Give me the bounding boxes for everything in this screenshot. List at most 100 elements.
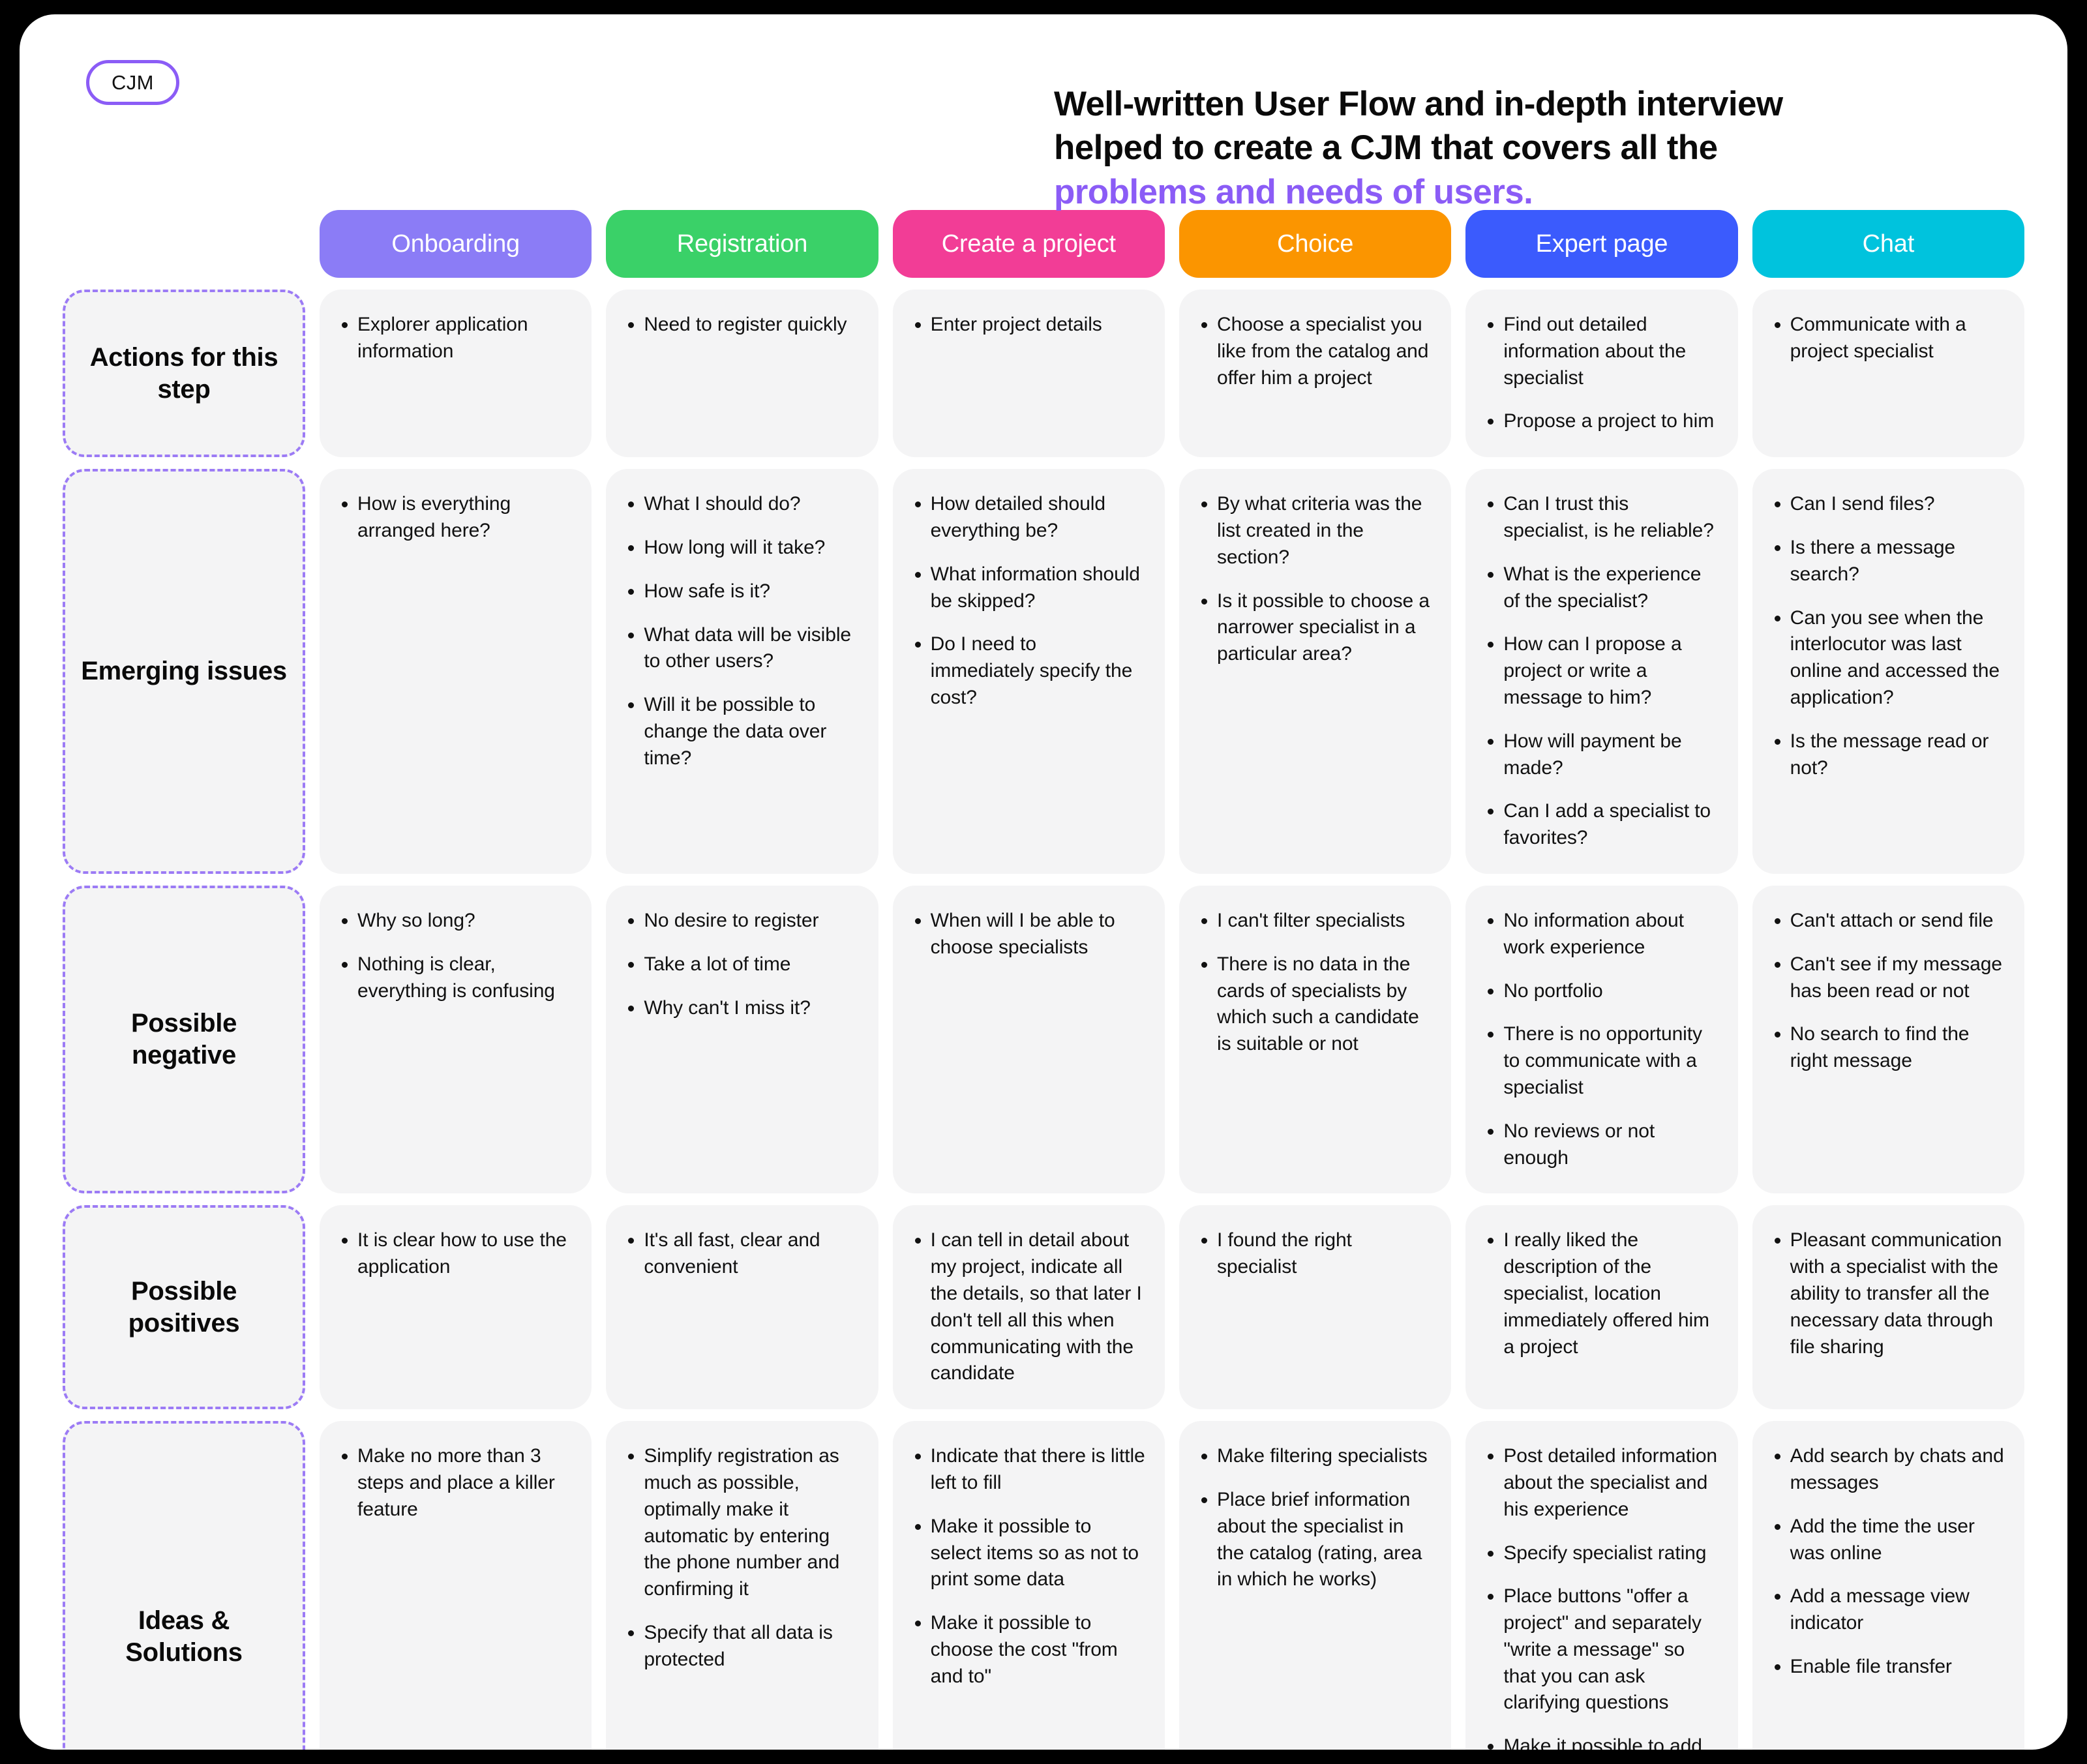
cell-actions-for-this-step-choice: Choose a specialist you like from the ca…	[1179, 290, 1452, 458]
list-item: Add a message view indicator	[1771, 1583, 2005, 1637]
list-item: Is the message read or not?	[1771, 728, 2005, 782]
column-header-choice[interactable]: Choice	[1179, 210, 1452, 278]
cell-list: I really liked the description of the sp…	[1484, 1227, 1718, 1360]
cell-list: Enter project details	[911, 312, 1145, 338]
row-label-ideas-and-solutions: Ideas & Solutions	[63, 1421, 305, 1750]
list-item: Place brief information about the specia…	[1197, 1487, 1432, 1593]
cell-emerging-issues-chat: Can I send files? Is there a message sear…	[1752, 469, 2024, 874]
list-item: Can I send files?	[1771, 491, 2005, 518]
list-item: No portfolio	[1484, 978, 1718, 1005]
list-item: No information about work experience	[1484, 908, 1718, 961]
cell-list: Simplify registration as much as possibl…	[624, 1443, 858, 1673]
list-item: Nothing is clear, everything is confusin…	[338, 951, 572, 1005]
column-header-onboarding[interactable]: Onboarding	[320, 210, 592, 278]
cjm-board: CJM Well-written User Flow and in-depth …	[20, 14, 2067, 1750]
list-item: I really liked the description of the sp…	[1484, 1227, 1718, 1360]
cell-emerging-issues-expert-page: Can I trust this specialist, is he relia…	[1465, 469, 1738, 874]
cell-possible-positives-expert-page: I really liked the description of the sp…	[1465, 1205, 1738, 1410]
row-label-possible-negative: Possible negative	[63, 885, 305, 1194]
cell-list: Need to register quickly	[624, 312, 858, 338]
list-item: Pleasant communication with a specialist…	[1771, 1227, 2005, 1360]
cell-actions-for-this-step-onboarding: Explorer application information	[320, 290, 592, 458]
cell-list: When will I be able to choose specialist…	[911, 908, 1145, 961]
list-item: Can I trust this specialist, is he relia…	[1484, 491, 1718, 545]
cell-actions-for-this-step-expert-page: Find out detailed information about the …	[1465, 290, 1738, 458]
cell-actions-for-this-step-registration: Need to register quickly	[606, 290, 878, 458]
board-header: CJM Well-written User Flow and in-depth …	[63, 43, 2024, 211]
list-item: There is no opportunity to communicate w…	[1484, 1021, 1718, 1101]
cell-list: Explorer application information	[338, 312, 572, 365]
headline-line-3-accent: problems and needs of users.	[1054, 172, 1533, 211]
cell-list: How detailed should everything be?What i…	[911, 491, 1145, 711]
cell-list: Can I send files? Is there a message sear…	[1771, 491, 2005, 781]
list-item: Will it be possible to change the data o…	[624, 692, 858, 771]
cell-ideas-and-solutions-registration: Simplify registration as much as possibl…	[606, 1421, 878, 1750]
column-header-chat[interactable]: Chat	[1752, 210, 2024, 278]
list-item: I can tell in detail about my project, i…	[911, 1227, 1145, 1387]
list-item: Indicate that there is little left to fi…	[911, 1443, 1145, 1497]
grid-corner-spacer	[63, 210, 305, 278]
list-item: Communicate with a project specialist	[1771, 312, 2005, 365]
list-item: I found the right specialist	[1197, 1227, 1432, 1281]
list-item: Make it possible to choose the cost "fro…	[911, 1610, 1145, 1690]
list-item: How safe is it?	[624, 578, 858, 605]
list-item: Can I add a specialist to favorites?	[1484, 798, 1718, 852]
list-item: How detailed should everything be?	[911, 491, 1145, 545]
list-item: Enable file transfer	[1771, 1654, 2005, 1681]
cell-list: Indicate that there is little left to fi…	[911, 1443, 1145, 1690]
list-item: Add the time the user was online	[1771, 1514, 2005, 1567]
cell-list: No information about work experience No p…	[1484, 908, 1718, 1171]
row-label-emerging-issues: Emerging issues	[63, 469, 305, 874]
cell-list: Find out detailed information about the …	[1484, 312, 1718, 435]
list-item: No search to find the right message	[1771, 1021, 2005, 1075]
cell-actions-for-this-step-chat: Communicate with a project specialist	[1752, 290, 2024, 458]
cell-emerging-issues-registration: What I should do?How long will it take?H…	[606, 469, 878, 874]
list-item: Make no more than 3 steps and place a ki…	[338, 1443, 572, 1523]
list-item: How is everything arranged here?	[338, 491, 572, 545]
cell-possible-positives-registration: It's all fast, clear and convenient	[606, 1205, 878, 1410]
row-label-actions-for-this-step: Actions for this step	[63, 290, 305, 458]
cell-possible-negative-expert-page: No information about work experience No p…	[1465, 885, 1738, 1194]
cell-list: Communicate with a project specialist	[1771, 312, 2005, 365]
column-header-registration[interactable]: Registration	[606, 210, 878, 278]
column-header-create-a-project[interactable]: Create a project	[892, 210, 1165, 278]
list-item: Can't attach or send file	[1771, 908, 2005, 934]
list-item: Place buttons "offer a project" and sepa…	[1484, 1583, 1718, 1716]
list-item: Is there a message search?	[1771, 535, 2005, 588]
list-item: How can I propose a project or write a m…	[1484, 631, 1718, 711]
cell-possible-negative-create-a-project: When will I be able to choose specialist…	[892, 885, 1165, 1194]
column-header-expert-page[interactable]: Expert page	[1465, 210, 1738, 278]
list-item: Need to register quickly	[624, 312, 858, 338]
cell-list: Why so long?Nothing is clear, everything…	[338, 908, 572, 1004]
cell-possible-positives-create-a-project: I can tell in detail about my project, i…	[892, 1205, 1165, 1410]
cell-list: I found the right specialist	[1197, 1227, 1432, 1281]
cell-list: Make no more than 3 steps and place a ki…	[338, 1443, 572, 1523]
list-item: When will I be able to choose specialist…	[911, 908, 1145, 961]
list-item: No reviews or not enough	[1484, 1118, 1718, 1172]
cell-possible-positives-chat: Pleasant communication with a specialist…	[1752, 1205, 2024, 1410]
list-item: Specify that all data is protected	[624, 1620, 858, 1673]
cell-list: By what criteria was the list created in…	[1197, 491, 1432, 668]
row-label-possible-positives: Possible positives	[63, 1205, 305, 1410]
list-item: What I should do?	[624, 491, 858, 518]
list-item: Make filtering specialists	[1197, 1443, 1432, 1470]
list-item: Take a lot of time	[624, 951, 858, 978]
cell-list: Choose a specialist you like from the ca…	[1197, 312, 1432, 391]
cell-list: How is everything arranged here?	[338, 491, 572, 545]
cell-emerging-issues-choice: By what criteria was the list created in…	[1179, 469, 1452, 874]
cell-list: Pleasant communication with a specialist…	[1771, 1227, 2005, 1360]
list-item: It is clear how to use the application	[338, 1227, 572, 1281]
list-item: Simplify registration as much as possibl…	[624, 1443, 858, 1603]
list-item: Find out detailed information about the …	[1484, 312, 1718, 391]
cell-list: It's all fast, clear and convenient	[624, 1227, 858, 1281]
list-item: Why can't I miss it?	[624, 995, 858, 1022]
list-item: Choose a specialist you like from the ca…	[1197, 312, 1432, 391]
